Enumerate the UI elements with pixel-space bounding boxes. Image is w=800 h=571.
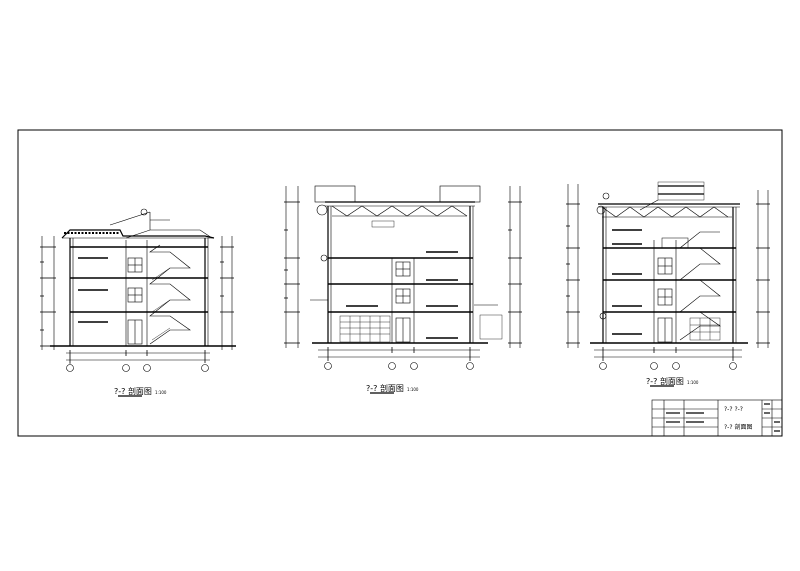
middle-section-label: ?-? xyxy=(366,384,378,393)
right-section-label: ?-? xyxy=(646,377,658,386)
right-section xyxy=(566,181,770,387)
middle-section xyxy=(284,185,522,394)
right-section-scale: 1:100 xyxy=(686,380,699,385)
title-block-name-line1: ?-? ?-? xyxy=(724,406,743,413)
middle-section-scale: 1:100 xyxy=(406,387,419,392)
title-block-name-line2: ?-? 剖面图 xyxy=(724,424,753,431)
title-block xyxy=(651,399,783,437)
left-section xyxy=(40,208,236,397)
right-section-suffix: 剖面图 xyxy=(659,377,684,386)
middle-section-suffix: 剖面图 xyxy=(379,384,404,393)
left-section-scale: 1:100 xyxy=(154,390,167,395)
left-section-suffix: 剖面图 xyxy=(127,387,152,396)
left-section-label: ?-? xyxy=(114,387,126,396)
drawing-border xyxy=(17,129,783,437)
